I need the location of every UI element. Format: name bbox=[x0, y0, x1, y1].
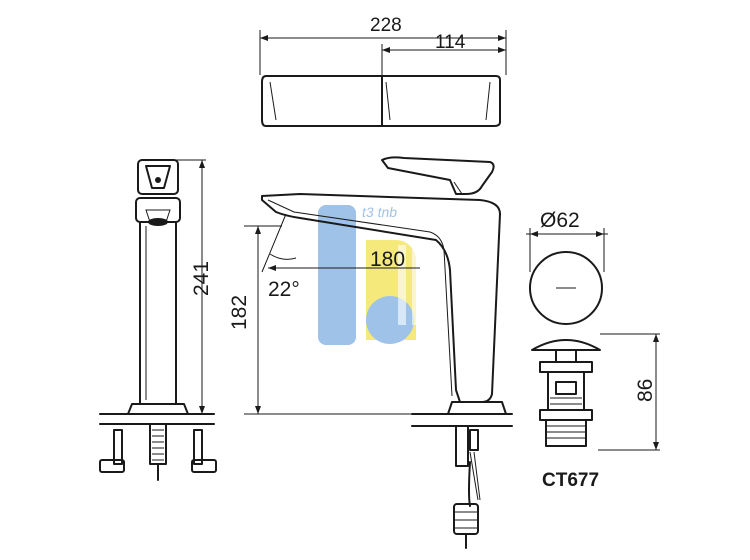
side-view: 241 bbox=[99, 159, 217, 481]
front-view: 182 180 22° bbox=[228, 156, 513, 549]
dim-side-height: 241 bbox=[190, 261, 213, 296]
dim-drain-diameter: Ø62 bbox=[540, 209, 580, 232]
faucet-body-outline bbox=[261, 193, 501, 403]
model-code: CT677 bbox=[542, 470, 599, 491]
dim-drain-height: 86 bbox=[634, 379, 657, 402]
dim-half-width: 114 bbox=[435, 32, 466, 53]
faucet-handle bbox=[381, 156, 495, 195]
handle-top-outline bbox=[261, 75, 501, 127]
watermark-text: t3 tnb bbox=[362, 204, 397, 220]
top-view: 228 114 bbox=[259, 15, 507, 127]
dim-total-width: 228 bbox=[370, 15, 402, 36]
dim-spout-reach: 180 bbox=[370, 248, 405, 271]
drain-top-circle bbox=[529, 251, 603, 325]
drain-view: Ø62 86 CT677 bbox=[526, 209, 660, 491]
watermark-logo: t3 tnb bbox=[318, 204, 420, 345]
drain-cap bbox=[531, 339, 601, 351]
dim-spout-angle: 22° bbox=[268, 278, 300, 301]
dim-spout-height: 182 bbox=[228, 295, 251, 330]
